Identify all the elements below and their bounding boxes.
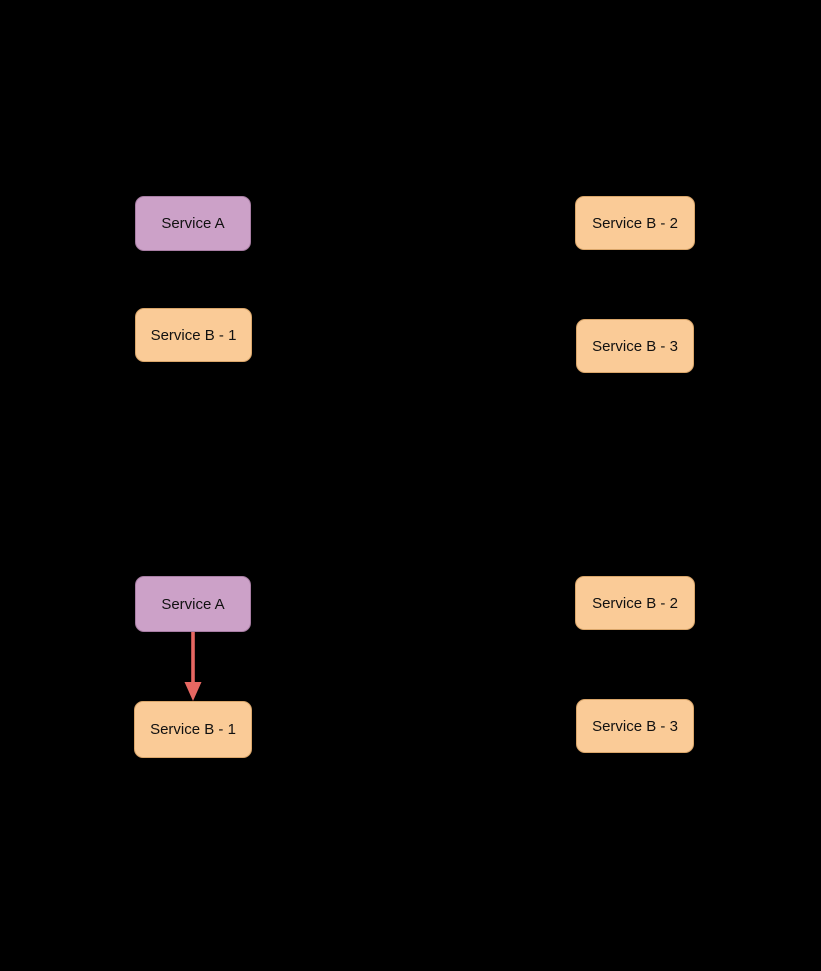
scenario2-service-b3-node: Service B - 3 xyxy=(576,699,694,753)
scenario1-service-b1-node: Service B - 1 xyxy=(135,308,252,362)
scenario1-service-b2-node: Service B - 2 xyxy=(575,196,695,250)
service-b3-label: Service B - 3 xyxy=(592,337,678,355)
service-b1-label: Service B - 1 xyxy=(150,721,236,738)
arrow-down-icon xyxy=(184,632,202,701)
service-b2-label: Service B - 2 xyxy=(592,594,678,612)
service-a-label: Service A xyxy=(161,595,225,613)
service-b1-label: Service B - 1 xyxy=(150,326,237,344)
scenario2-service-b2-node: Service B - 2 xyxy=(575,576,695,630)
service-b2-label: Service B - 2 xyxy=(592,214,678,232)
service-b3-label: Service B - 3 xyxy=(592,717,678,735)
scenario1-service-a-node: Service A xyxy=(135,196,251,251)
scenario2-service-a-node: Service A xyxy=(135,576,251,632)
service-a-label: Service A xyxy=(161,215,225,232)
scenario1-service-b3-node: Service B - 3 xyxy=(576,319,694,373)
scenario2-service-b1-node: Service B - 1 xyxy=(134,701,252,758)
